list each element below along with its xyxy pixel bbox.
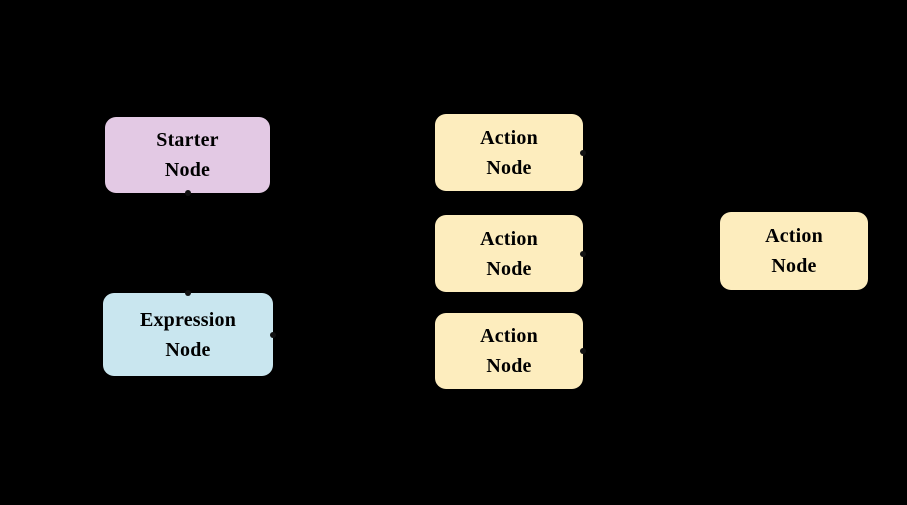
node-action-node-2[interactable]: Action Node (435, 215, 586, 292)
node-label: Starter Node (156, 125, 218, 185)
node-label: Action Node (765, 221, 823, 281)
node-label-line-1: Expression (139, 308, 237, 331)
node-label: Action Node (480, 224, 538, 284)
node-label: Action Node (480, 321, 538, 381)
node-label-line-1: Action (480, 126, 538, 149)
expression-node-top-handle[interactable] (185, 290, 191, 296)
node-label: Expression Node (140, 305, 236, 365)
node-label-line-2: Node (164, 159, 211, 181)
node-label-line-2: Node (486, 156, 532, 179)
action-node-2-right-handle[interactable] (580, 250, 586, 257)
node-action-node-1[interactable]: Action Node (435, 114, 586, 191)
node-label-line-2: Node (486, 355, 532, 377)
node-action-node-3[interactable]: Action Node (435, 313, 586, 389)
node-starter-node[interactable]: Starter Node (105, 117, 270, 196)
node-label-line-2: Node (486, 257, 532, 280)
action-node-1-right-handle[interactable] (580, 149, 586, 156)
node-label-line-2: Node (771, 255, 817, 277)
node-label-line-1: Starter (156, 129, 219, 151)
node-label-line-1: Action (765, 225, 823, 247)
starter-node-bottom-handle[interactable] (184, 190, 191, 196)
node-expression-node[interactable]: Expression Node (103, 290, 276, 376)
node-action-node-4[interactable]: Action Node (720, 212, 868, 290)
node-label: Action Node (480, 123, 538, 183)
node-label-line-1: Action (480, 325, 538, 347)
node-label-line-1: Action (480, 227, 538, 250)
node-label-line-2: Node (165, 338, 211, 361)
expression-node-right-handle[interactable] (270, 331, 276, 338)
action-node-3-right-handle[interactable] (580, 348, 586, 354)
